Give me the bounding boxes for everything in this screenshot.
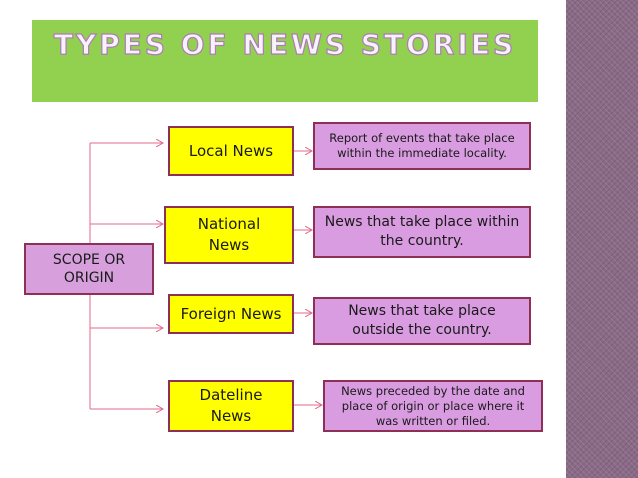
description-text-local-news: Report of events that take place within …	[329, 131, 515, 160]
slide-title: TYPES OF NEWS STORIES	[53, 27, 517, 61]
description-text-national-news: News that take place within the country.	[324, 214, 520, 249]
description-node-foreign-news: News that take place outside the country…	[313, 297, 531, 345]
root-node-label: SCOPE OR ORIGIN	[52, 252, 126, 286]
decorative-sidebar	[566, 0, 638, 478]
title-banner	[32, 20, 538, 102]
category-node-dateline-news: Dateline News	[168, 380, 294, 432]
root-node-scope-or-origin: SCOPE OR ORIGIN	[24, 243, 154, 295]
description-text-foreign-news: News that take place outside the country…	[348, 303, 496, 338]
category-node-local-news: Local News	[168, 126, 294, 176]
category-node-foreign-news: Foreign News	[168, 294, 294, 334]
category-label-dateline-news: Dateline News	[199, 386, 263, 425]
description-text-dateline-news: News preceded by the date and place of o…	[341, 383, 525, 428]
description-node-local-news: Report of events that take place within …	[313, 122, 531, 170]
category-node-national-news: National News	[164, 206, 294, 264]
category-label-national-news: National News	[197, 215, 261, 254]
category-label-local-news: Local News	[188, 141, 274, 160]
category-label-foreign-news: Foreign News	[180, 305, 282, 323]
description-node-national-news: News that take place within the country.	[313, 206, 531, 258]
description-node-dateline-news: News preceded by the date and place of o…	[323, 380, 543, 432]
